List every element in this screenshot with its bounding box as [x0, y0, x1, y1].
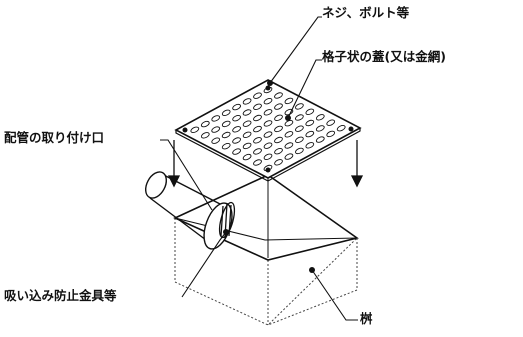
grate-slot: [305, 108, 315, 115]
leader-screws: [269, 16, 322, 84]
leader-grate: [287, 59, 322, 119]
grate-slot: [253, 103, 262, 110]
grate-slot: [305, 119, 315, 127]
lid-top: [174, 79, 362, 179]
pipe-back-end: [144, 171, 168, 199]
screw-head: [265, 167, 271, 173]
grate-slot: [200, 120, 210, 128]
grate-slot: [232, 115, 241, 122]
grate-slot: [221, 120, 231, 128]
stopper-bar-1: [220, 205, 224, 237]
grate-slot: [326, 119, 336, 126]
grate-slot: [263, 98, 273, 105]
grate-slot: [242, 98, 252, 105]
grate-slot: [284, 120, 294, 127]
leader-pipe: [160, 139, 213, 211]
basin-rim: [173, 174, 359, 261]
grate-slot: [242, 142, 252, 150]
grate-slot: [274, 114, 283, 121]
leader-dot: [223, 80, 315, 273]
grate-slot: [232, 148, 241, 155]
label-suction-stopper: 吸い込み防止金具等: [4, 288, 117, 303]
leader-stopper: [181, 231, 227, 298]
grate-slot: [221, 143, 231, 150]
grate-slot: [211, 115, 221, 122]
grate-slot: [326, 130, 336, 138]
grate-slot: [305, 130, 315, 138]
leader-basin: [311, 269, 358, 321]
grate-slots: [190, 86, 346, 172]
grate-slot: [315, 136, 325, 143]
label-pipe-inlet: 配管の取り付け口: [4, 130, 105, 145]
screw-head: [182, 127, 188, 133]
grate-slot: [221, 109, 231, 116]
grate-slot: [253, 159, 262, 166]
grate-slot: [253, 125, 262, 133]
grate-slot: [253, 137, 262, 144]
grate-slot: [242, 109, 252, 116]
grate-slot: [253, 148, 262, 155]
grate-slot: [274, 148, 283, 155]
grate-slot: [315, 114, 325, 121]
grate-slot: [295, 114, 304, 121]
grate-slot: [284, 97, 294, 105]
grate-slot: [295, 136, 304, 143]
label-grate-lid: 格子状の蓋(又は金網): [322, 49, 446, 64]
down-arrow-icon: [167, 140, 181, 188]
leader-lines: [160, 16, 358, 321]
basin-hidden-edges: [174, 218, 358, 326]
lid-thickness: [175, 128, 361, 182]
grate-slot: [263, 109, 273, 116]
stopper-bar-3: [228, 204, 232, 237]
grate-slot: [263, 131, 273, 138]
grate-slot: [284, 153, 294, 160]
grate-slot: [242, 131, 252, 138]
screw-head: [348, 126, 354, 132]
grate-slot: [263, 120, 273, 127]
grate-slot: [284, 131, 294, 138]
grate-slot: [221, 131, 231, 139]
grate-lid: [174, 79, 362, 182]
grate-slot: [232, 126, 241, 133]
screw-head: [265, 85, 271, 91]
grate-slot: [295, 125, 304, 132]
grate-slot: [232, 103, 241, 111]
grate-slot: [295, 147, 304, 155]
grate-slot: [274, 103, 283, 110]
grate-slot: [253, 92, 262, 99]
label-basin: 桝: [360, 311, 373, 326]
grate-slot: [190, 126, 200, 133]
grate-slot: [336, 125, 346, 132]
down-arrow-icon: [350, 140, 364, 188]
grate-slot: [242, 153, 252, 161]
grate-slot: [274, 136, 283, 144]
grate-slot: [295, 103, 304, 110]
grate-slot: [232, 137, 241, 144]
grate-slot: [211, 126, 221, 133]
grate-slot: [200, 132, 210, 139]
grate-slot: [284, 142, 294, 149]
basin-right-bottom: [267, 289, 358, 326]
grate-slot: [263, 153, 273, 160]
label-screws-bolts: ネジ、ボルト等: [322, 5, 410, 20]
basin-box: [173, 174, 359, 326]
grate-slot: [274, 92, 283, 99]
grate-slot: [253, 114, 262, 122]
grate-slot: [274, 125, 283, 133]
grate-slot: [274, 159, 283, 166]
grate-slot: [305, 142, 315, 149]
grate-slot: [263, 142, 273, 149]
grate-slot: [242, 120, 252, 127]
grate-slot: [211, 137, 221, 144]
grate-slot: [315, 125, 325, 132]
